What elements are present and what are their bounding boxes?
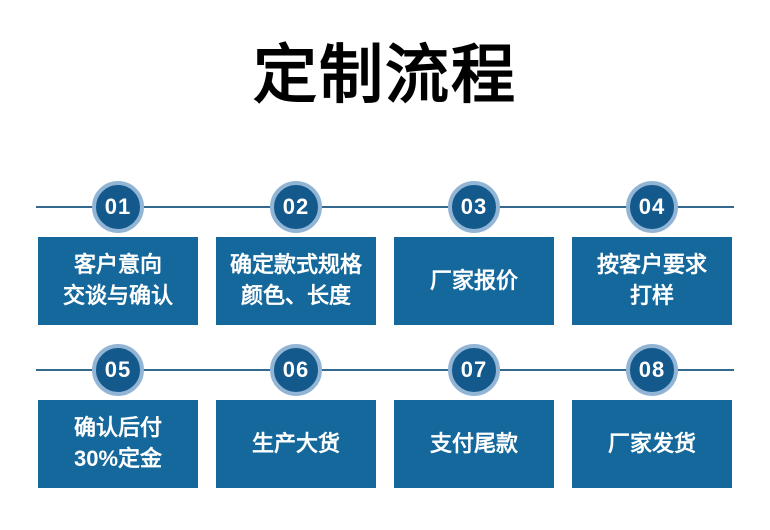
step-number-badge: 03 [448,181,500,233]
step-02: 02 确定款式规格 颜色、长度 [216,181,376,325]
step-label-box: 确认后付 30%定金 [38,400,198,488]
step-08: 08 厂家发货 [572,344,732,488]
steps-row-1: 01 客户意向 交谈与确认 02 确定款式规格 颜色、长度 03 厂家报价 04… [38,181,732,325]
step-03: 03 厂家报价 [394,181,554,325]
step-number-badge: 01 [92,181,144,233]
step-number-badge: 06 [270,344,322,396]
step-label-box: 支付尾款 [394,400,554,488]
step-01: 01 客户意向 交谈与确认 [38,181,198,325]
step-label-box: 生产大货 [216,400,376,488]
process-row-1: 01 客户意向 交谈与确认 02 确定款式规格 颜色、长度 03 厂家报价 04… [36,181,734,325]
step-label-box: 厂家发货 [572,400,732,488]
step-number-badge: 04 [626,181,678,233]
step-label-box: 客户意向 交谈与确认 [38,237,198,325]
step-number-badge: 08 [626,344,678,396]
step-number-badge: 05 [92,344,144,396]
step-04: 04 按客户要求 打样 [572,181,732,325]
step-05: 05 确认后付 30%定金 [38,344,198,488]
step-number-badge: 02 [270,181,322,233]
step-label-box: 确定款式规格 颜色、长度 [216,237,376,325]
process-row-2: 05 确认后付 30%定金 06 生产大货 07 支付尾款 08 厂家发货 [36,344,734,488]
connector-line-row-2 [36,369,734,371]
connector-line-row-1 [36,206,734,208]
step-label-box: 按客户要求 打样 [572,237,732,325]
step-07: 07 支付尾款 [394,344,554,488]
step-06: 06 生产大货 [216,344,376,488]
step-label-box: 厂家报价 [394,237,554,325]
steps-row-2: 05 确认后付 30%定金 06 生产大货 07 支付尾款 08 厂家发货 [38,344,732,488]
page-title: 定制流程 [253,39,517,111]
step-number-badge: 07 [448,344,500,396]
